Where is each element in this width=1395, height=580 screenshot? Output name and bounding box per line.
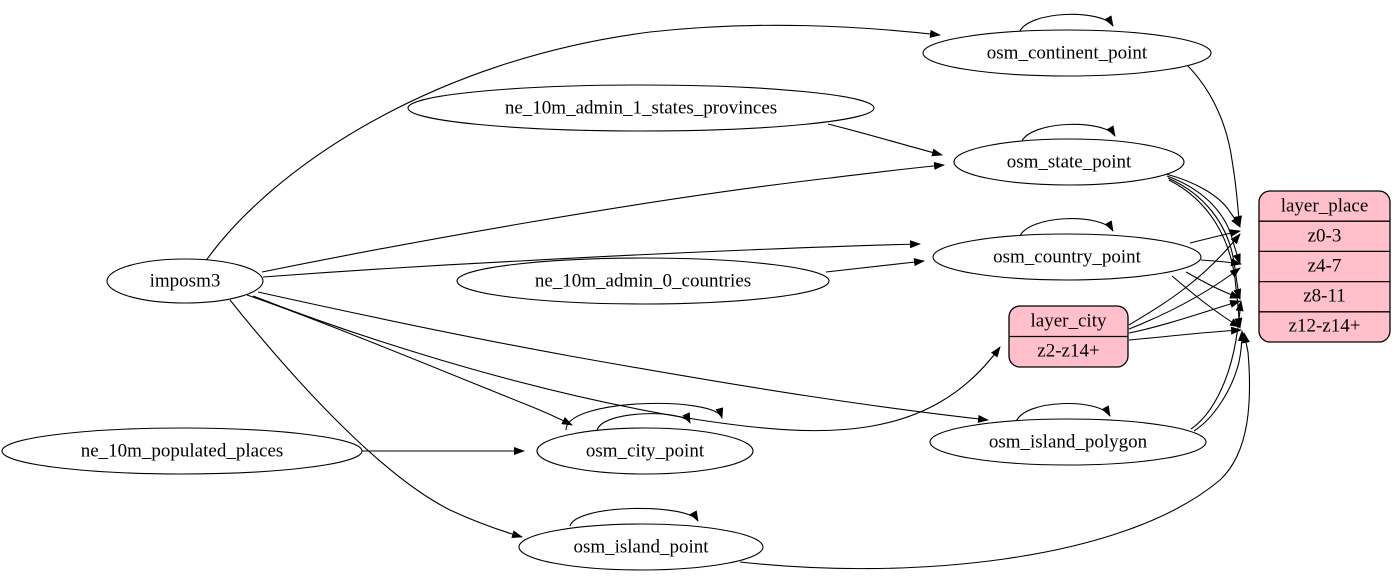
edge-self-loop-osm-island-point (569, 507, 699, 527)
edge-osm-island-point-to-layer-place-z12-z14 (739, 332, 1251, 570)
edge-imposm3-to-osm-island-polygon (257, 291, 989, 423)
edge-osm-country-point-to-layer-place-z8-11 (1185, 271, 1241, 299)
edge-ne-countries-to-osm-country-point (825, 258, 925, 273)
edge-imposm3-to-osm-island-point (229, 299, 523, 539)
edge-self-loop-inner-osm-city-point (596, 412, 691, 432)
edge-layer-city-to-layer-place-z0-3 (1128, 233, 1241, 326)
record-node-layer-city[interactable]: layer_city z2-z14+ (1008, 305, 1129, 368)
edge-layer-city-to-layer-place-z4-7 (1128, 267, 1241, 330)
edge-self-loop-osm-state-point (1020, 123, 1116, 144)
node-osm-country-point[interactable]: osm_country_point (932, 233, 1202, 281)
node-osm-island-point[interactable]: osm_island_point (518, 523, 764, 571)
edge-osm-state-point-to-layer-place-z0-3 (1165, 173, 1241, 228)
edge-osm-continent-point-to-layer-place-z0-3 (1185, 63, 1242, 227)
edge-layer-city-to-layer-place-z12-z14 (1128, 326, 1242, 341)
node-ne-10m-admin-0-countries[interactable]: ne_10m_admin_0_countries (456, 257, 830, 305)
edge-layer-city-to-layer-place-z8-11 (1128, 300, 1241, 334)
node-layer: imposm3 ne_10m_admin_1_states_provinces … (1, 29, 1212, 571)
edge-imposm3-to-osm-country-point (262, 240, 921, 278)
edge-osm-island-polygon-to-layer-place-z12-z14 (1193, 330, 1246, 432)
edge-self-loop-outer-osm-city-point (565, 402, 724, 431)
node-ne-10m-admin-1-states-provinces[interactable]: ne_10m_admin_1_states_provinces (407, 84, 875, 132)
edge-imposm3-to-osm-state-point (261, 161, 945, 273)
node-osm-city-point[interactable]: osm_city_point (536, 427, 754, 475)
edge-osm-state-point-to-layer-place-z8-11 (1167, 177, 1242, 300)
edge-osm-country-point-to-layer-place-z12-z14 (1171, 275, 1241, 328)
edge-osm-island-polygon-to-layer-place-z8-11 (1190, 300, 1244, 430)
node-osm-continent-point[interactable]: osm_continent_point (922, 29, 1212, 77)
edge-osm-country-point-to-layer-place-z4-7 (1200, 258, 1242, 267)
edge-self-loop-osm-continent-point (1018, 13, 1114, 34)
node-imposm3[interactable]: imposm3 (106, 258, 264, 304)
edge-osm-country-point-to-layer-place-z0-3 (1189, 229, 1241, 244)
edge-ne-states-to-osm-state-point (827, 123, 943, 157)
node-osm-island-polygon[interactable]: osm_island_polygon (929, 418, 1207, 466)
edge-imposm3-to-osm-city-point (246, 294, 573, 426)
node-osm-state-point[interactable]: osm_state_point (953, 138, 1185, 186)
node-ne-10m-populated-places[interactable]: ne_10m_populated_places (1, 427, 363, 475)
edge-layer (204, 13, 1251, 570)
edge-self-loop-osm-country-point (1018, 218, 1114, 239)
edge-imposm3-to-osm-continent-point (204, 24, 941, 263)
edge-self-loop-osm-island-polygon (1015, 402, 1111, 423)
record-node-layer-place[interactable]: layer_place z0-3 z4-7 z8-11 z12-z14+ (1258, 190, 1391, 343)
edge-imposm3-to-layer-city (252, 295, 1001, 432)
